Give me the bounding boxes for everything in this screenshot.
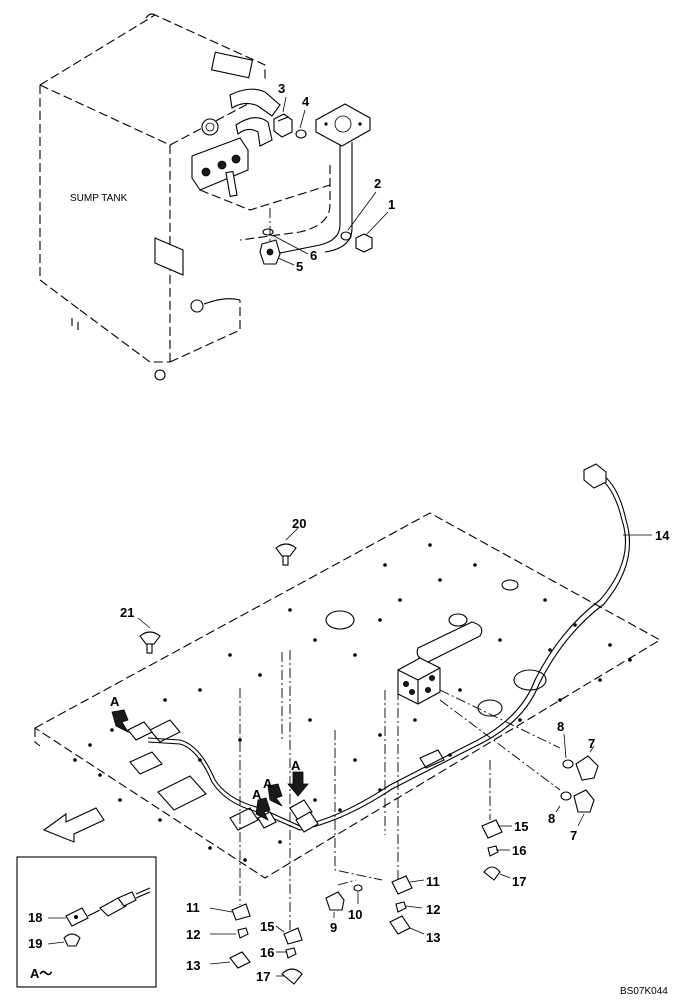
callout-4: 4 xyxy=(302,94,310,109)
callout-14: 14 xyxy=(655,528,670,543)
callout-7b: 7 xyxy=(570,828,577,843)
centerlines xyxy=(239,650,491,930)
callout-21: 21 xyxy=(120,605,134,620)
callout-11a: 11 xyxy=(426,874,440,889)
callout-11b: 11 xyxy=(186,900,200,915)
front-direction-arrow xyxy=(42,807,105,843)
callout-2: 2 xyxy=(374,176,381,191)
wire-harness xyxy=(147,463,652,831)
callout-15b: 15 xyxy=(260,919,274,934)
callout-16b: 16 xyxy=(260,945,274,960)
sump-tank: SUMP TANK xyxy=(39,13,281,381)
callout-13b: 13 xyxy=(186,958,200,973)
callout-1: 1 xyxy=(388,197,395,212)
drawing-code: BS07K044 xyxy=(620,986,668,997)
clamp-group-right xyxy=(481,819,512,881)
clamp-group-middle xyxy=(325,875,425,935)
harness-clamps xyxy=(111,709,319,833)
floor-plate xyxy=(33,512,662,879)
bolts-top xyxy=(137,527,299,654)
sump-tank-label: SUMP TANK xyxy=(70,193,128,204)
detail-view-label: A～ xyxy=(30,966,52,981)
callout-17a: 17 xyxy=(512,874,526,889)
callout-5: 5 xyxy=(296,259,303,274)
callout-10: 10 xyxy=(348,907,362,922)
callout-20: 20 xyxy=(292,516,306,531)
callout-12b: 12 xyxy=(186,927,200,942)
arrow-label-a-3: A xyxy=(263,776,273,791)
callout-16a: 16 xyxy=(512,843,526,858)
callout-18: 18 xyxy=(28,910,42,925)
callout-13a: 13 xyxy=(426,930,440,945)
detail-view-a xyxy=(16,856,157,988)
callout-12a: 12 xyxy=(426,902,440,917)
valve-block xyxy=(397,657,561,791)
arrow-label-a-1: A xyxy=(110,694,120,709)
callout-15a: 15 xyxy=(514,819,528,834)
callout-8a: 8 xyxy=(557,719,564,734)
tank-piping xyxy=(199,103,373,265)
callout-8b: 8 xyxy=(548,811,555,826)
callout-3: 3 xyxy=(278,81,285,96)
callout-17b: 17 xyxy=(256,969,270,984)
upper-callout-leaders xyxy=(273,96,389,266)
callout-19: 19 xyxy=(28,936,42,951)
clamp-group-left xyxy=(209,903,303,985)
callout-9: 9 xyxy=(330,920,337,935)
callout-7a: 7 xyxy=(588,736,595,751)
fittings-right xyxy=(555,733,599,827)
callout-6: 6 xyxy=(310,248,317,263)
arrow-label-a-4: A xyxy=(291,758,301,773)
arrow-label-a-2: A xyxy=(252,787,262,802)
